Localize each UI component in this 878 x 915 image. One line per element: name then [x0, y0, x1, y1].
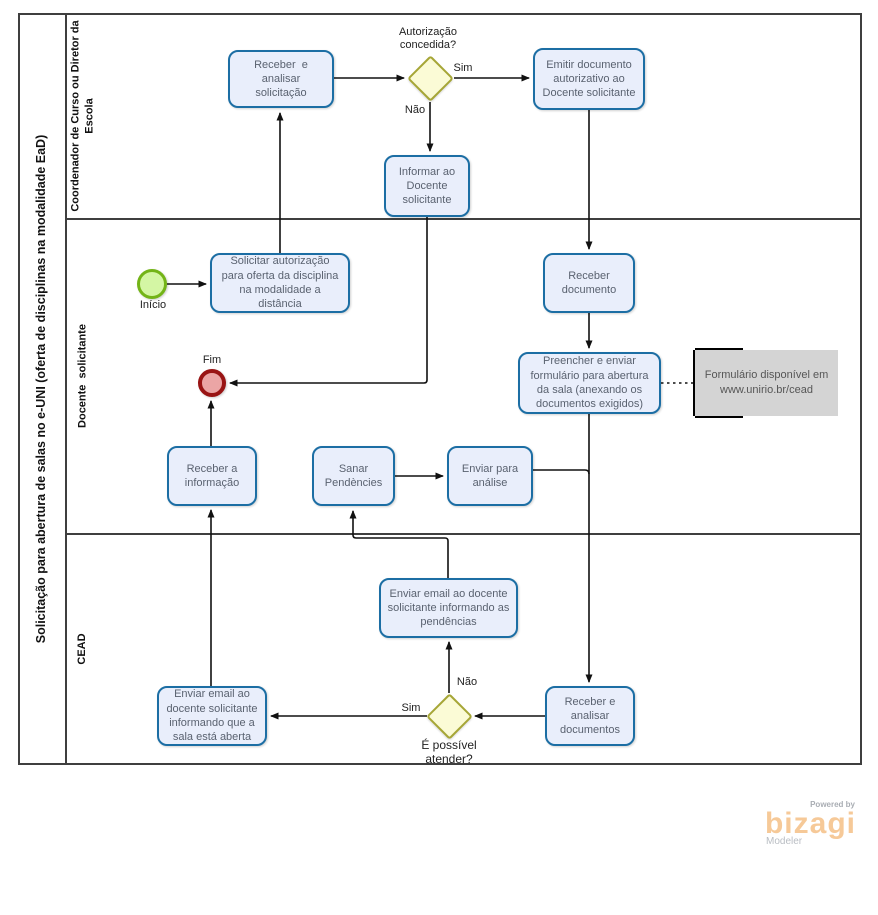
pool-title: Solicitação para abertura de salas no e-…: [33, 134, 48, 644]
task-receber-informacao[interactable]: Receber a informação: [167, 446, 257, 506]
task-receber-analisar-documentos[interactable]: Receber e analisar documentos: [545, 686, 635, 746]
bizagi-logo: Powered by bizagi Modeler: [763, 800, 858, 847]
task-emitir-documento[interactable]: Emitir documento autorizativo ao Docente…: [533, 48, 645, 110]
end-event[interactable]: [198, 369, 226, 397]
gateway1-question-label: Autorização concedida?: [398, 26, 461, 52]
flow-label-nao-top: Não: [404, 104, 426, 116]
task-enviar-para-analise[interactable]: Enviar para análise: [447, 446, 533, 506]
lane-label-coordenador: Coordenador de Curso ou Diretor da Escol…: [69, 16, 95, 212]
modeler-label: Modeler: [766, 836, 803, 847]
flow-label-nao-bottom: Não: [456, 676, 478, 688]
powered-by-label: Powered by: [810, 800, 855, 809]
task-informar-docente[interactable]: Informar ao Docente solicitante: [384, 155, 470, 217]
pool-title-strip: [20, 15, 67, 763]
lane-label-cead: CEAD: [76, 633, 89, 665]
start-event-label: Início: [139, 299, 167, 311]
lane-label-docente: Docente solicitante: [76, 323, 89, 428]
start-event[interactable]: [137, 269, 167, 299]
flow-label-sim-bottom: Sim: [401, 702, 421, 714]
task-enviar-email-pendencias[interactable]: Enviar email ao docente solicitante info…: [379, 578, 518, 638]
task-solicitar-autorizacao[interactable]: Solicitar autorização para oferta da dis…: [210, 253, 350, 313]
flow-label-sim-top: Sim: [453, 62, 473, 74]
lane-area: [67, 15, 860, 763]
task-preencher-enviar-formulario[interactable]: Preencher e enviar formulário para abert…: [518, 352, 661, 414]
lane-docente-solicitante: [67, 220, 860, 535]
task-receber-documento[interactable]: Receber documento: [543, 253, 635, 313]
task-receber-analisar-solicitacao[interactable]: Receber e analisar solicitação: [228, 50, 334, 108]
process-pool: [18, 13, 862, 765]
gateway2-question-label: É possível atender?: [421, 738, 481, 767]
lane-coordenador: [67, 15, 860, 220]
task-sanar-pendencias[interactable]: Sanar Pendències: [312, 446, 395, 506]
bizagi-wordmark: bizagi: [764, 807, 856, 840]
end-event-label: Fim: [202, 354, 222, 366]
annotation-formulario: Formulário disponível em www.unirio.br/c…: [693, 348, 838, 418]
task-enviar-email-sala-aberta[interactable]: Enviar email ao docente solicitante info…: [157, 686, 267, 746]
